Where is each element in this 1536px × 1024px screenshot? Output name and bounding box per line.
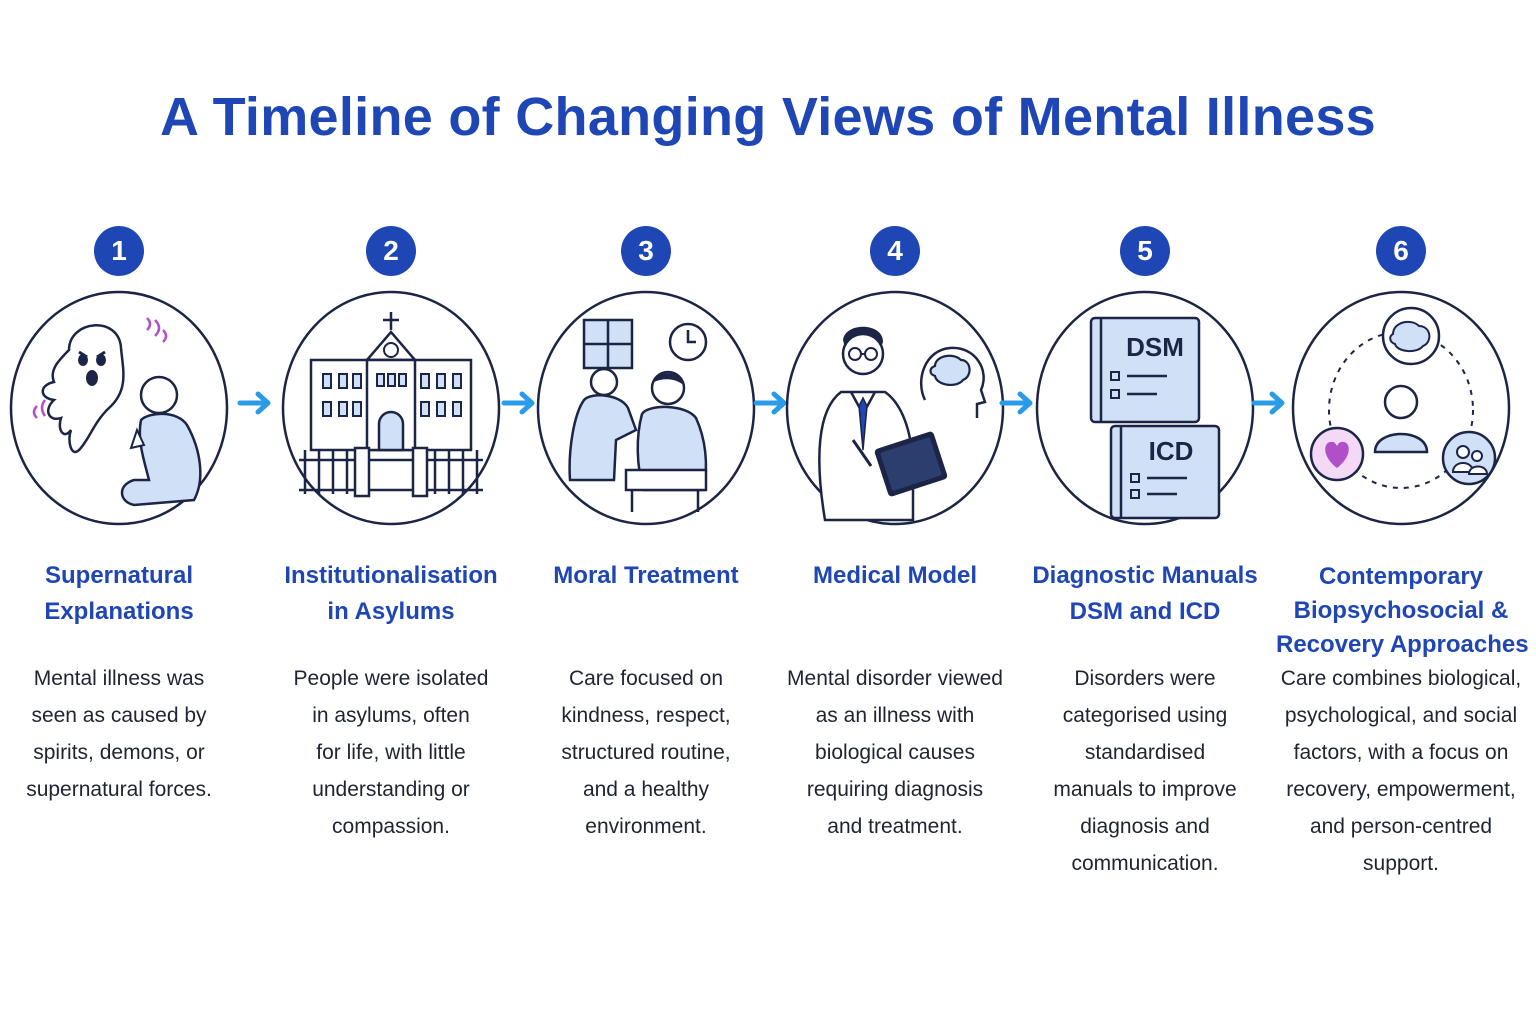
step-description-line: psychological, and social xyxy=(1284,704,1518,727)
step-number-badge: 6 xyxy=(1376,226,1426,276)
step-description-line: environment. xyxy=(585,815,707,838)
step-title-line: Institutionalisation xyxy=(284,562,498,589)
step-title-line: in Asylums xyxy=(327,598,455,625)
step-description-line: factors, with a focus on xyxy=(1293,741,1509,764)
step-number-badge: 5 xyxy=(1120,226,1170,276)
asylum-building-icon xyxy=(281,290,501,530)
step-description-line: support. xyxy=(1363,852,1439,875)
doctor-with-clipboard-icon xyxy=(785,290,1005,530)
arrow-right-icon xyxy=(752,388,792,418)
step-description: Disorders were categorised using standar… xyxy=(1020,660,1270,882)
step-description-line: structured routine, xyxy=(561,741,731,764)
step-title-line: Medical Model xyxy=(812,562,978,589)
step-description-line: as an illness with xyxy=(815,704,975,727)
ghost-and-praying-person-icon xyxy=(9,290,229,530)
step-description-line: and treatment. xyxy=(827,815,963,838)
timeline-step-3: 3 Moral Treatment Care focused on kindne… xyxy=(521,0,771,1024)
timeline-step-4: 4 Medical Model Mental disorder viewed a… xyxy=(770,0,1020,1024)
step-description-line: spirits, demons, or xyxy=(33,741,205,764)
brain-icon xyxy=(1381,306,1441,366)
step-title-line: Supernatural xyxy=(44,562,194,589)
timeline-step-1: 1 Supernatural Explanations Mental illne… xyxy=(0,0,244,1024)
step-title: Medical Model xyxy=(770,558,1020,594)
step-description-line: requiring diagnosis xyxy=(806,778,984,801)
icd-book-icon: ICD xyxy=(1109,424,1221,520)
step-title-line: Recovery Approaches xyxy=(1276,631,1529,658)
step-description: Mental disorder viewed as an illness wit… xyxy=(770,660,1020,845)
arrow-right-icon xyxy=(500,388,540,418)
diagnostic-manuals-icon: DSM ICD xyxy=(1035,290,1255,530)
step-description-line: compassion. xyxy=(332,815,450,838)
dsm-label: DSM xyxy=(1126,332,1184,362)
step-description-line: recovery, empowerment, xyxy=(1286,778,1516,801)
step-title-line: Contemporary xyxy=(1318,563,1484,590)
step-title-line: Biopsychosocial & xyxy=(1293,597,1509,624)
arrow-right-icon xyxy=(998,388,1038,418)
step-description-line: Mental illness was xyxy=(33,667,205,690)
step-title: Contemporary Biopsychosocial & Recovery … xyxy=(1276,560,1529,662)
step-description-line: for life, with little xyxy=(316,741,466,764)
step-description-line: kindness, respect, xyxy=(561,704,731,727)
icd-label: ICD xyxy=(1149,436,1194,466)
step-description-line: in asylums, often xyxy=(312,704,470,727)
step-title-line: Diagnostic Manuals xyxy=(1032,562,1258,589)
timeline-step-6: 6 Contem xyxy=(1276,0,1529,1024)
step-title: Supernatural Explanations xyxy=(0,558,244,630)
step-description-line: understanding or xyxy=(312,778,470,801)
step-title: Diagnostic Manuals DSM and ICD xyxy=(1020,558,1270,630)
step-number-badge: 2 xyxy=(366,226,416,276)
step-description-line: and a healthy xyxy=(582,778,710,801)
step-title-line: Explanations xyxy=(44,598,194,625)
step-description-line: seen as caused by xyxy=(31,704,207,727)
page-title: A Timeline of Changing Views of Mental I… xyxy=(159,87,1376,147)
step-number-badge: 1 xyxy=(94,226,144,276)
step-description-line: People were isolated xyxy=(293,667,489,690)
step-description-line: biological causes xyxy=(815,741,975,764)
step-description-line: Mental disorder viewed xyxy=(787,667,1003,690)
arrow-right-icon xyxy=(236,388,276,418)
step-description-line: manuals to improve xyxy=(1053,778,1237,801)
step-title-line: Moral Treatment xyxy=(553,562,739,589)
step-description: Care focused on kindness, respect, struc… xyxy=(521,660,771,845)
step-description-line: diagnosis and xyxy=(1080,815,1210,838)
step-description: Mental illness was seen as caused by spi… xyxy=(0,660,244,808)
step-title: Moral Treatment xyxy=(521,558,771,594)
step-number-badge: 3 xyxy=(621,226,671,276)
step-description-line: standardised xyxy=(1084,741,1206,764)
step-description-line: and person-centred xyxy=(1309,815,1493,838)
heart-icon xyxy=(1309,426,1365,482)
step-description: People were isolated in asylums, often f… xyxy=(266,660,516,845)
timeline-step-2: 2 Institutionalisat xyxy=(266,0,516,1024)
step-description-line: Disorders were xyxy=(1074,667,1216,690)
step-number-badge: 4 xyxy=(870,226,920,276)
step-description-line: supernatural forces. xyxy=(26,778,212,801)
biopsychosocial-cycle-icon xyxy=(1291,290,1511,530)
timeline-step-5: 5 DSM ICD Diagnostic Manuals DSM and ICD xyxy=(1020,0,1270,1024)
step-description-line: Care focused on xyxy=(568,667,724,690)
step-description-line: categorised using xyxy=(1062,704,1228,727)
step-description: Care combines biological, psychological,… xyxy=(1256,660,1536,882)
step-description-line: Care combines biological, xyxy=(1280,667,1522,690)
group-of-people-icon xyxy=(1441,430,1497,486)
caregiver-and-patient-icon xyxy=(536,290,756,530)
person-icon xyxy=(1373,384,1429,454)
step-title: Institutionalisation in Asylums xyxy=(266,558,516,630)
step-description-line: communication. xyxy=(1071,852,1219,875)
step-title-line: DSM and ICD xyxy=(1069,598,1221,625)
arrow-right-icon xyxy=(1250,388,1290,418)
dsm-book-icon: DSM xyxy=(1089,316,1201,424)
